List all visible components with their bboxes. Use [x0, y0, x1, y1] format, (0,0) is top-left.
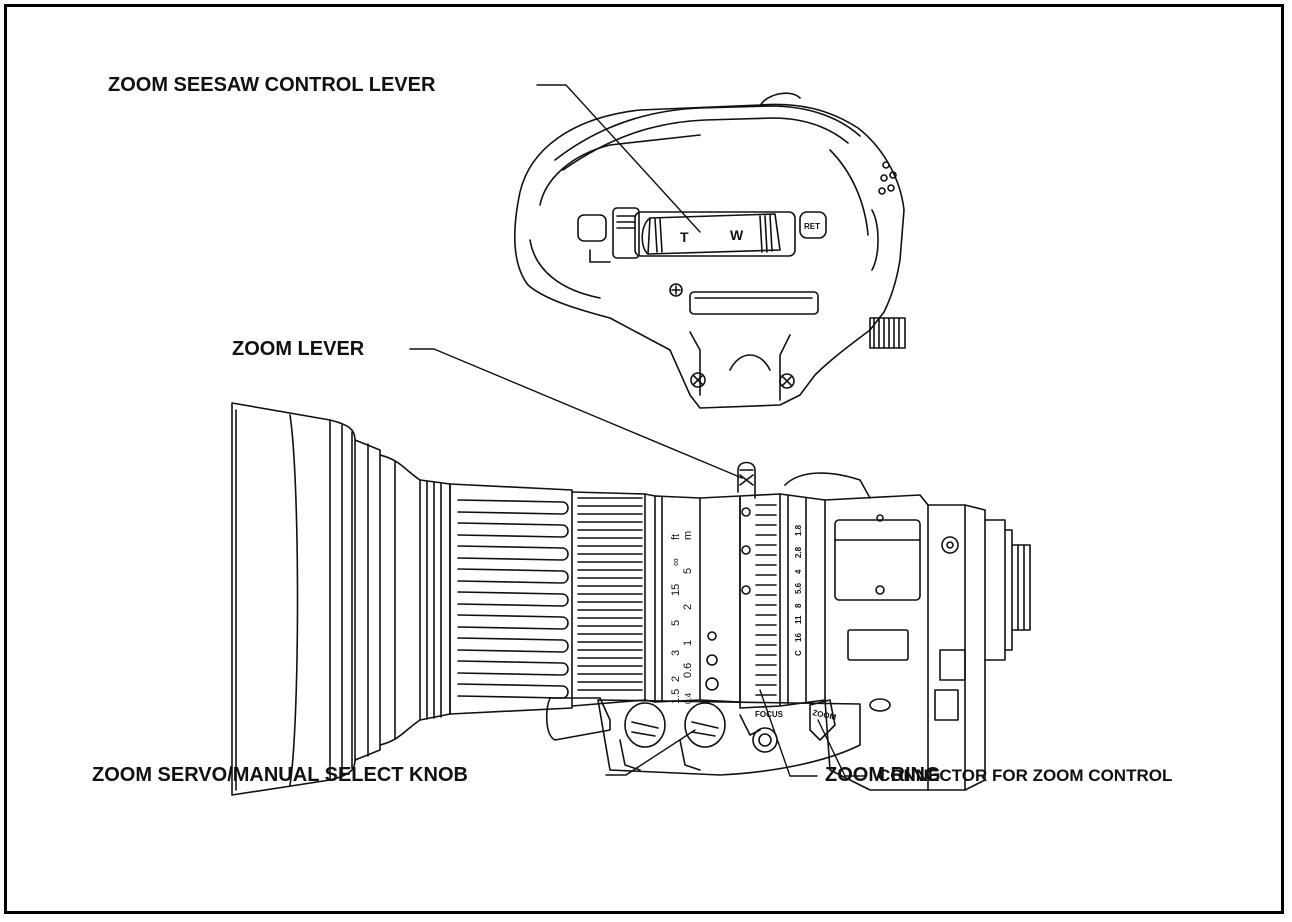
leader-zoom-lever [409, 348, 743, 479]
label-zoom-servo-manual-select-knob: ZOOM SERVO/MANUAL SELECT KNOB [92, 764, 468, 786]
scale-ft-1: 15 [670, 584, 682, 596]
wide-mark: W [730, 227, 744, 243]
leader-zoom-seesaw [536, 84, 701, 233]
aperture-5: 11 [794, 615, 803, 624]
aperture-0: 1.8 [794, 524, 803, 536]
label-zoom-seesaw-control-lever: ZOOM SEESAW CONTROL LEVER [108, 74, 436, 96]
focus-connector-label: FOCUS [755, 710, 784, 719]
scale-m-2: 1 [682, 640, 694, 646]
scale-m-0: 5 [682, 568, 694, 574]
zoom-ring-grip [755, 504, 777, 696]
aperture-7: C [794, 650, 803, 656]
ribs [577, 497, 643, 691]
ret-mark: RET [804, 222, 820, 231]
leader-zoom-ring [759, 689, 818, 777]
diagram-frame [4, 4, 1284, 914]
leader-connector [817, 719, 867, 777]
scale-m-3: 0.6 [682, 663, 694, 678]
scale-m-unit: m [682, 531, 694, 540]
aperture-1: 2.8 [794, 546, 803, 558]
servo-select-knobs [619, 702, 726, 771]
scale-ft-5: 1.5 [670, 689, 682, 704]
scale-ft-unit: ft [670, 534, 682, 540]
aperture-3: 5.6 [794, 582, 803, 594]
label-connector-for-zoom-control: CONNECTOR FOR ZOOM CONTROL [878, 766, 1173, 785]
zoom-demand-grip: T W RET [513, 92, 906, 409]
lens-body: FOCUS ZOOM [231, 402, 1031, 796]
label-zoom-ring: ZOOM RING [825, 764, 941, 786]
zoom-connector-label: ZOOM [812, 708, 838, 722]
focus-distance-scale: ft m ∞ 15 5 3 2 1.5 5 2 1 0.6 0.4 [670, 531, 694, 704]
leader-lines [409, 84, 867, 777]
scale-ft-0: ∞ [670, 558, 682, 566]
grip-slots [457, 499, 569, 699]
aperture-6: 16 [794, 633, 803, 642]
scale-ft-3: 3 [670, 650, 682, 656]
label-zoom-lever: ZOOM LEVER [232, 338, 365, 360]
scale-ft-4: 2 [670, 676, 682, 682]
scale-m-1: 2 [682, 604, 694, 610]
tele-mark: T [680, 229, 689, 245]
scale-ft-2: 5 [670, 620, 682, 626]
aperture-4: 8 [794, 603, 803, 608]
scale-m-4: 0.4 [684, 692, 693, 704]
aperture-scale: 1.8 2.8 4 5.6 8 11 16 C [794, 524, 803, 656]
aperture-2: 4 [794, 569, 803, 574]
leader-servo-knob [605, 729, 696, 776]
